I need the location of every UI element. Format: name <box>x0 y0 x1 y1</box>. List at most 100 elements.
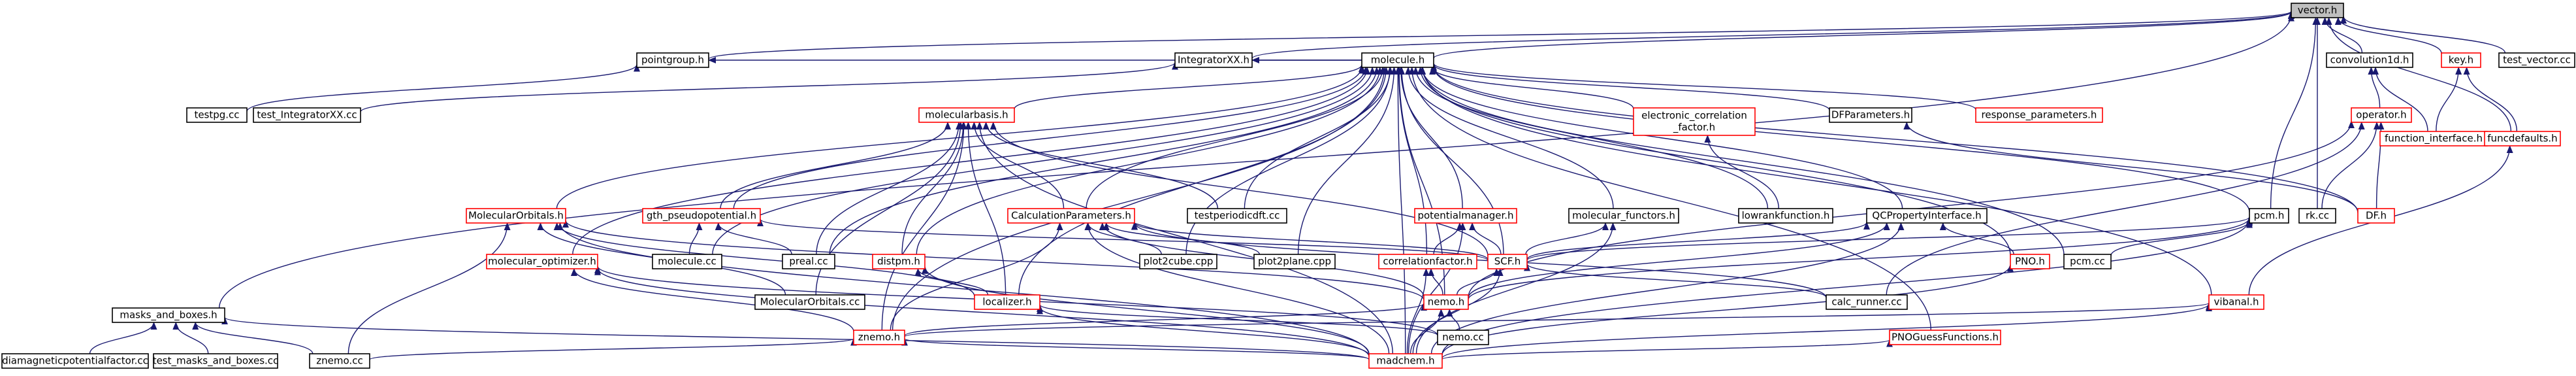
edge-madchem_h-to-masks_and_boxes_h <box>221 316 1370 360</box>
node-pno-h[interactable]: PNO.h <box>2010 254 2050 269</box>
node-vibanal-h[interactable]: vibanal.h <box>2208 294 2264 310</box>
node-label: madchem.h <box>1376 355 1434 367</box>
node-pcm-h[interactable]: pcm.h <box>2249 208 2289 224</box>
node-box <box>2484 131 2561 146</box>
edge-testperiodicdft_cc-to-molecule_h <box>1244 67 1394 209</box>
edge-znemo_h-to-molecularbasis_h <box>881 122 967 331</box>
node-box <box>782 254 835 269</box>
node-function-interface-h[interactable]: function_interface.h <box>2379 131 2488 146</box>
node-label: QCPropertyInterface.h <box>1872 210 1981 222</box>
node-label: distpm.h <box>877 256 920 267</box>
node-masks-and-boxes-h[interactable]: masks_and_boxes.h <box>112 307 225 323</box>
node-test-masks-and-boxes-cc[interactable]: test_masks_and_boxes.cc <box>153 353 279 369</box>
node-funcdefaults-h[interactable]: funcdefaults.h <box>2484 131 2561 146</box>
node-box <box>253 107 361 123</box>
node-molecularorbitals-h[interactable]: MolecularOrbitals.h <box>466 208 566 224</box>
node-nemo-cc[interactable]: nemo.cc <box>1437 330 1489 345</box>
node-layer: vector.h pointgroup.h IntegratorXX.h molecu… <box>1 3 2575 369</box>
node-madchem-h[interactable]: madchem.h <box>1368 353 1443 369</box>
node-label: electronic_correlation <box>1641 110 1747 122</box>
node-testpg-cc[interactable]: testpg.cc <box>186 107 248 123</box>
node-label: potentialmanager.h <box>1417 210 1513 222</box>
edge-df_h-to-dfparameters_h <box>1903 122 2359 213</box>
edge-pno_h-to-qcpropertyinterface_h <box>1939 222 2014 255</box>
node-nemo-h[interactable]: nemo.h <box>1423 294 1469 310</box>
node-box <box>466 208 566 224</box>
node-response-parameters-h[interactable]: response_parameters.h <box>1975 107 2103 123</box>
edge-nemo_h-to-pcm_h <box>1468 217 2253 300</box>
edge-electronic_correlation_factor_h-to-molecule_h <box>1429 67 1634 109</box>
edge-test_masks_and_boxes_cc-to-masks_and_boxes_h <box>172 322 209 354</box>
node-integratorxx-h[interactable]: IntegratorXX.h <box>1174 52 1253 68</box>
node-label: test_masks_and_boxes.cc <box>153 355 279 367</box>
node-molecule-cc[interactable]: molecule.cc <box>652 254 722 269</box>
node-localizer-h[interactable]: localizer.h <box>974 294 1040 310</box>
node-test-integratorxx-cc[interactable]: test_IntegratorXX.cc <box>253 107 361 123</box>
node-plot2plane-cpp[interactable]: plot2plane.cpp <box>1253 254 1336 269</box>
node-test-vector-cc[interactable]: test_vector.cc <box>2498 52 2575 68</box>
node-label: lowrankfunction.h <box>1742 210 1830 222</box>
node-preal-cc[interactable]: preal.cc <box>782 254 835 269</box>
node-label: masks_and_boxes.h <box>120 309 217 322</box>
node-box <box>2063 254 2112 269</box>
node-lowrankfunction-h[interactable]: lowrankfunction.h <box>1738 208 1833 224</box>
node-pointgroup-h[interactable]: pointgroup.h <box>636 52 709 68</box>
edge-df_h-to-molecule_h <box>1430 65 2359 213</box>
node-correlationfactor-h[interactable]: correlationfactor.h <box>1378 254 1477 269</box>
node-molecularorbitals-cc[interactable]: MolecularOrbitals.cc <box>754 294 865 310</box>
edge-scf_h-to-qcpropertyinterface_h <box>1526 222 1870 260</box>
node-pnoguessfunctions-h[interactable]: PNOGuessFunctions.h <box>1889 330 2001 345</box>
node-testperiodicdft-cc[interactable]: testperiodicdft.cc <box>1187 208 1287 224</box>
node-molecularbasis-h[interactable]: molecularbasis.h <box>918 107 1015 123</box>
node-electronic-correlation-factor-h[interactable]: electronic_correlation_factor.h <box>1633 107 1756 136</box>
node-box <box>2351 107 2412 123</box>
edge-convolution1d_h-to-vector_h <box>2321 17 2363 54</box>
node-rk-cc[interactable]: rk.cc <box>2298 208 2336 224</box>
node-molecule-h[interactable]: molecule.h <box>1361 52 1434 68</box>
edge-dfparameters_h-to-molecule_h <box>1430 63 1830 111</box>
node-box <box>2357 208 2395 224</box>
node-df-h[interactable]: DF.h <box>2357 208 2395 224</box>
node-box <box>1174 52 1253 68</box>
node-box <box>309 353 370 369</box>
node-calc-runner-cc[interactable]: calc_runner.cc <box>1826 294 1908 310</box>
node-box <box>1378 254 1477 269</box>
node-box <box>2249 208 2289 224</box>
node-key-h[interactable]: key.h <box>2441 52 2481 68</box>
edge-calc_runner_cc-to-operator_h <box>1886 122 2365 296</box>
edge-madchem_h-to-molecularbasis_h <box>976 122 1393 354</box>
node-molecular-optimizer-h[interactable]: molecular_optimizer.h <box>486 254 598 269</box>
node-vector-h[interactable]: vector.h <box>2291 3 2344 18</box>
node-label: diamagneticpotentialfactor.cc <box>2 355 148 367</box>
node-calculationparameters-h[interactable]: CalculationParameters.h <box>1007 208 1135 224</box>
node-potentialmanager-h[interactable]: potentialmanager.h <box>1414 208 1517 224</box>
node-diamagneticpotentialfactor-cc[interactable]: diamagneticpotentialfactor.cc <box>1 353 149 369</box>
edge-localizer_h-to-molecularbasis_h <box>965 122 1006 296</box>
node-znemo-h[interactable]: znemo.h <box>853 330 905 345</box>
edge-molecule_cc-to-molecule_h <box>712 67 1376 255</box>
edge-pcm_h-to-molecule_h <box>1430 65 2250 213</box>
node-znemo-cc[interactable]: znemo.cc <box>309 353 370 369</box>
edge-correlationfactor_h-to-molecule_h <box>1395 67 1428 255</box>
node-operator-h[interactable]: operator.h <box>2351 107 2412 123</box>
node-box <box>2498 52 2575 68</box>
node-scf-h[interactable]: SCF.h <box>1487 254 1528 269</box>
edge-madchem_h-to-qcpropertyinterface_h <box>1430 222 1905 354</box>
node-label: funcdefaults.h <box>2487 133 2557 145</box>
node-box <box>1487 254 1528 269</box>
node-gth-pseudopotential-h[interactable]: gth_pseudopotential.h <box>642 208 761 224</box>
edge-scf_h-to-pcm_h <box>1526 216 2253 261</box>
node-box <box>153 353 278 369</box>
node-plot2cube-cpp[interactable]: plot2cube.cpp <box>1139 254 1217 269</box>
node-label: operator.h <box>2356 109 2406 121</box>
node-box <box>1187 208 1287 224</box>
edge-madchem_h-to-pcm_h <box>1441 218 2253 355</box>
node-pcm-cc[interactable]: pcm.cc <box>2063 254 2112 269</box>
node-molecular-functors-h[interactable]: molecular_functors.h <box>1568 208 1679 224</box>
node-qcpropertyinterface-h[interactable]: QCPropertyInterface.h <box>1866 208 1988 224</box>
node-box <box>2291 3 2344 18</box>
node-distpm-h[interactable]: distpm.h <box>872 254 926 269</box>
node-dfparameters-h[interactable]: DFParameters.h <box>1829 107 1912 123</box>
node-label: pointgroup.h <box>641 54 704 66</box>
node-convolution1d-h[interactable]: convolution1d.h <box>2326 52 2413 68</box>
